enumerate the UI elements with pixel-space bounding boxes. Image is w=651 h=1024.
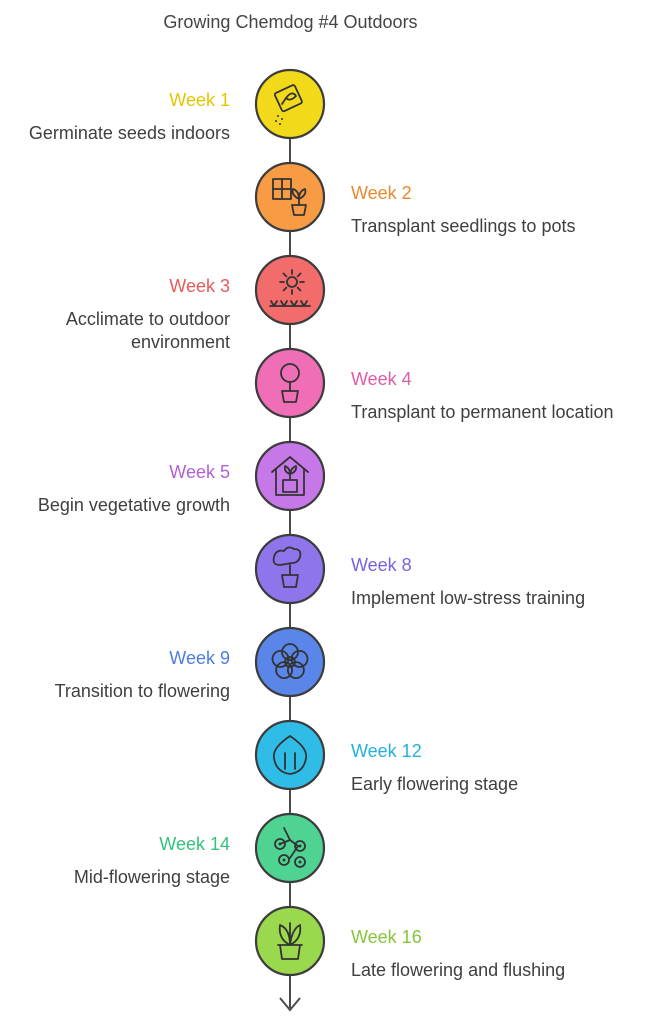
step-node	[254, 905, 326, 977]
step-week-label: Week 14	[159, 834, 230, 854]
step-description: Begin vegetative growth	[37, 495, 230, 515]
step-description: Late flowering and flushing	[351, 960, 566, 980]
step-week-label: Week 3	[169, 276, 230, 296]
step-week-label: Week 16	[351, 927, 422, 947]
flower-icon	[271, 643, 309, 679]
bonsai-icon	[272, 546, 302, 588]
step-node	[254, 347, 326, 419]
step-description: Acclimate to outdoor environment	[65, 309, 230, 352]
step-description: Mid-flowering stage	[73, 867, 230, 887]
step-week-label: Week 4	[351, 369, 412, 389]
step-node	[254, 533, 326, 605]
step-description: Transplant seedlings to pots	[351, 216, 576, 236]
bud-icon	[272, 735, 308, 775]
step-node	[254, 812, 326, 884]
step-week-label: Week 12	[351, 741, 422, 761]
greenhouse-icon	[271, 456, 309, 496]
step-node	[254, 626, 326, 698]
step-circle	[254, 626, 326, 698]
step-circle	[254, 812, 326, 884]
seedling-tray-icon	[272, 178, 307, 216]
step-description: Germinate seeds indoors	[28, 123, 230, 143]
seed-packet-icon	[273, 84, 303, 125]
step-circle	[254, 719, 326, 791]
step-node	[254, 440, 326, 512]
potted-plant-icon	[277, 922, 303, 960]
step-circle	[254, 161, 326, 233]
step-description: Transplant to permanent location	[351, 402, 614, 422]
step-circle	[254, 254, 326, 326]
step-node	[254, 68, 326, 140]
step-week-label: Week 8	[351, 555, 412, 575]
step-node	[254, 161, 326, 233]
step-description: Transition to flowering	[54, 681, 230, 701]
timeline-arrow	[279, 997, 301, 1012]
diagram-title: Growing Chemdog #4 Outdoors	[163, 12, 418, 32]
step-week-label: Week 1	[169, 90, 230, 110]
step-week-label: Week 9	[169, 648, 230, 668]
step-node	[254, 719, 326, 791]
step-node	[254, 254, 326, 326]
step-circle	[254, 68, 326, 140]
step-week-label: Week 2	[351, 183, 412, 203]
step-description: Implement low-stress training	[351, 588, 586, 608]
step-week-label: Week 5	[169, 462, 230, 482]
branch-icon	[274, 827, 306, 868]
sun-grass-icon	[269, 269, 311, 307]
step-description: Early flowering stage	[351, 774, 519, 794]
potted-tree-icon	[280, 363, 300, 403]
